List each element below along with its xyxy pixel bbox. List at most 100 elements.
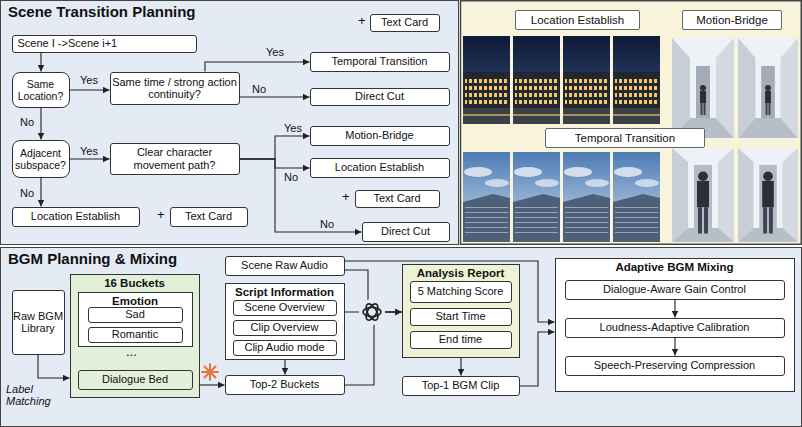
ellipsis: ... — [126, 346, 137, 358]
process-box: Loudness-Adaptive Calibration — [565, 318, 785, 338]
connector — [240, 96, 310, 97]
connector — [40, 53, 41, 72]
node-text: Top-2 Buckets — [250, 378, 320, 391]
node-text: Clip Audio mode — [244, 341, 324, 354]
process-box: Speech-Preserving Compression — [565, 356, 785, 376]
image-title: Location Establish — [515, 10, 640, 30]
node-text: Speech-Preserving Compression — [594, 359, 755, 372]
connector — [70, 158, 110, 159]
plus-sign: + — [157, 209, 165, 221]
node-text: Same time / strong action continuity? — [111, 76, 239, 101]
node-text: Scene Raw Audio — [241, 259, 328, 272]
connector — [284, 360, 285, 375]
edge-label: Yes — [266, 46, 284, 58]
process-box: Top-1 BGM Clip — [402, 376, 520, 396]
connector — [345, 261, 555, 322]
process-box: Text Card — [370, 14, 440, 32]
node-text: Sad — [125, 308, 145, 321]
edge-label: No — [320, 218, 334, 230]
edge-label: Yes — [80, 145, 98, 157]
edge-label: Yes — [284, 122, 302, 134]
node-text: Same Location? — [13, 78, 69, 102]
node-text: End time — [439, 333, 482, 346]
process-box: Same time / strong action continuity? — [110, 72, 240, 105]
node-text: Start Time — [435, 310, 485, 323]
node-text: Location Establish — [335, 161, 424, 174]
connector — [240, 159, 310, 168]
node-text: Clip Overview — [251, 321, 319, 334]
connector — [345, 312, 402, 385]
node-text: Temporal Transition — [575, 132, 675, 145]
location-establish-frames — [463, 36, 660, 124]
process-box: Start Time — [410, 308, 512, 326]
edge-label: Yes — [80, 74, 98, 86]
temporal-transition-frames — [463, 152, 660, 242]
connector — [70, 89, 110, 90]
group-heading: Adaptive BGM Mixing — [556, 259, 794, 274]
node-text: Temporal Transition — [332, 55, 428, 68]
process-box: Scene Overview — [233, 300, 337, 316]
process-box: 5 Matching Score — [410, 281, 512, 303]
node-text: Dialogue Bed — [102, 373, 168, 386]
edge-label: No — [20, 116, 34, 128]
connector — [674, 338, 675, 356]
process-box: Clip Audio mode — [233, 340, 337, 356]
edge-label: No — [252, 83, 266, 95]
process-box: End time — [410, 331, 512, 349]
image-panel — [461, 1, 802, 245]
plus-sign: + — [342, 191, 350, 203]
decision-box: Adjacent subspace? — [12, 140, 70, 178]
process-box: Top-2 Buckets — [225, 375, 345, 395]
edge-label: No — [284, 171, 298, 183]
process-box: Dialogue-Aware Gain Control — [565, 280, 785, 300]
connector — [38, 355, 70, 379]
node-text: Raw BGM Library — [13, 310, 64, 335]
node-text: Motion-Bridge — [696, 14, 768, 27]
node-text: Text Card — [373, 192, 420, 205]
group-box: 16 BucketsEmotionSadRomanticDialogue Bed — [70, 274, 200, 398]
node-text: Adjacent subspace? — [13, 147, 69, 171]
connector — [345, 311, 402, 312]
process-box: Clip Overview — [233, 320, 337, 336]
connector — [674, 300, 675, 318]
image-title: Motion-Bridge — [682, 10, 782, 30]
process-box: Dialogue Bed — [78, 370, 193, 390]
connector — [345, 270, 402, 312]
process-box: Temporal Transition — [310, 52, 450, 72]
process-box: Motion-Bridge — [310, 126, 450, 146]
node-text: Scene Overview — [244, 301, 324, 314]
process-box: Location Establish — [310, 158, 450, 178]
process-box: Scene Raw Audio — [225, 256, 345, 276]
node-text: Clear character movement path? — [111, 146, 239, 171]
process-box: Clear character movement path? — [110, 143, 240, 175]
process-box: Romantic — [88, 327, 183, 343]
connector — [240, 136, 310, 159]
connector — [460, 358, 461, 376]
node-text: Location Establish — [531, 14, 624, 27]
process-box: Direct Cut — [362, 222, 450, 242]
node-text: Dialogue-Aware Gain Control — [603, 283, 746, 296]
node-text: Scene I ->Scene i+1 — [18, 37, 118, 50]
node-text: Top-1 BGM Clip — [422, 379, 500, 392]
connector — [200, 384, 225, 385]
node-text: Direct Cut — [381, 225, 430, 238]
process-box: Text Card — [170, 207, 248, 227]
process-box: Sad — [88, 307, 183, 323]
group-box: Script InformationScene OverviewClip Ove… — [225, 283, 345, 360]
node-text: Romantic — [112, 328, 158, 341]
process-box: Text Card — [355, 190, 440, 208]
process-box: Direct Cut — [310, 88, 450, 106]
group-box: Adaptive BGM MixingDialogue-Aware Gain C… — [555, 258, 795, 392]
connector — [40, 178, 41, 207]
node-text: Motion-Bridge — [345, 129, 413, 142]
process-box: Scene I ->Scene i+1 — [12, 35, 197, 53]
connector — [240, 159, 362, 232]
node-text: Direct Cut — [355, 90, 404, 103]
group-heading: 16 Buckets — [71, 275, 199, 290]
node-text: Text Card — [381, 16, 428, 29]
process-box: Raw BGM Library — [12, 290, 65, 355]
group-box: Analysis Report5 Matching ScoreStart Tim… — [402, 264, 520, 358]
decision-box: Same Location? — [12, 72, 70, 108]
panel: Scene Transition PlanningScene I ->Scene… — [0, 0, 459, 245]
